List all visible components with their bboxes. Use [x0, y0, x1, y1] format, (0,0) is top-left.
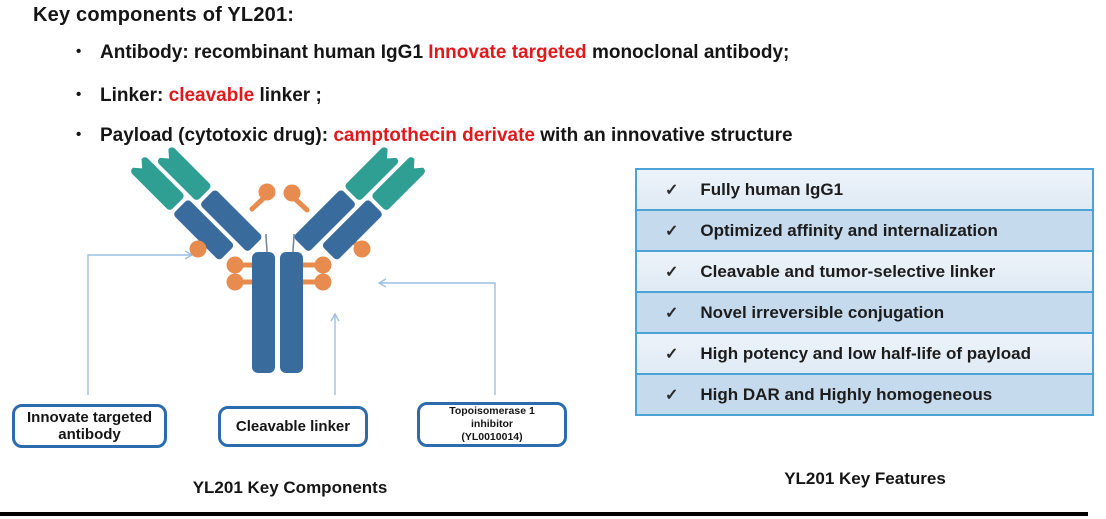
bullet-linker-pre: Linker:: [100, 85, 169, 106]
feature-row: ✓ Novel irreversible conjugation: [637, 291, 1092, 332]
check-icon: ✓: [665, 222, 679, 240]
check-icon: ✓: [665, 345, 679, 363]
fab-arm-right: [294, 147, 425, 260]
antibody-diagram: [87, 147, 496, 395]
bullet-antibody-highlight: Innovate targeted: [428, 42, 587, 63]
heavy-chain-stems: [252, 252, 303, 373]
label-payload: Topoisomerase 1 inhibitor (YL0010014): [417, 402, 567, 447]
feature-row: ✓ Optimized affinity and internalization: [637, 209, 1092, 250]
bullet-icon: •: [76, 126, 82, 143]
feature-text: Fully human IgG1: [700, 179, 844, 199]
bullet-payload-post: with an innovative structure: [534, 125, 793, 146]
bullet-icon: •: [76, 86, 82, 103]
feature-text: Optimized affinity and internalization: [700, 220, 998, 240]
hinge-lines: [265, 233, 295, 253]
check-icon: ✓: [665, 386, 679, 404]
feature-row: ✓ High potency and low half-life of payl…: [637, 332, 1092, 373]
bullet-antibody-pre: Antibody: recombinant human IgG1: [100, 42, 429, 63]
check-icon: ✓: [665, 304, 679, 322]
feature-text: Cleavable and tumor-selective linker: [700, 261, 996, 281]
bullet-linker-post: linker ;: [254, 85, 322, 106]
bullet-antibody-post: monoclonal antibody;: [586, 42, 790, 63]
feature-row: ✓ High DAR and Highly homogeneous: [637, 373, 1092, 414]
components-caption: YL201 Key Components: [192, 478, 388, 497]
bullet-payload-pre: Payload (cytotoxic drug):: [100, 125, 334, 146]
fab-tip-notch: [158, 147, 170, 159]
feature-row: ✓ Fully human IgG1: [637, 170, 1092, 209]
check-icon: ✓: [665, 181, 679, 199]
feature-text: High DAR and Highly homogeneous: [700, 384, 993, 404]
fab-tip-notch: [131, 157, 143, 169]
pointer-arrow-payload: [377, 278, 496, 395]
check-icon: ✓: [665, 263, 679, 281]
label-antibody: Innovate targeted antibody: [12, 404, 167, 448]
key-features-table: ✓ Fully human IgG1 ✓ Optimized affinity …: [635, 168, 1094, 416]
page-title: Key components of YL201:: [33, 4, 295, 26]
fab-tip-notch: [413, 157, 425, 169]
pointer-arrow-linker: [330, 312, 340, 395]
label-linker: Cleavable linker: [218, 406, 368, 447]
fab-tip-notch: [386, 147, 398, 159]
features-caption: YL201 Key Features: [784, 469, 946, 488]
feature-text: Novel irreversible conjugation: [700, 302, 945, 322]
bullet-payload-highlight: camptothecin derivate: [333, 125, 535, 146]
bullet-icon: •: [76, 43, 82, 60]
feature-row: ✓ Cleavable and tumor-selective linker: [637, 250, 1092, 291]
bullet-linker: • Linker: cleavable linker ;: [76, 85, 322, 107]
payload-lollipop-heads: [189, 183, 371, 291]
fab-arm-left: [131, 147, 262, 260]
pointer-arrow-antibody: [87, 250, 194, 395]
bottom-divider: [0, 512, 1088, 516]
bullet-antibody: • Antibody: recombinant human IgG1 Innova…: [76, 42, 789, 64]
feature-text: High potency and low half-life of payloa…: [700, 343, 1031, 363]
bullet-linker-highlight: cleavable: [168, 85, 255, 106]
bullet-payload: • Payload (cytotoxic drug): camptothecin …: [76, 125, 793, 147]
